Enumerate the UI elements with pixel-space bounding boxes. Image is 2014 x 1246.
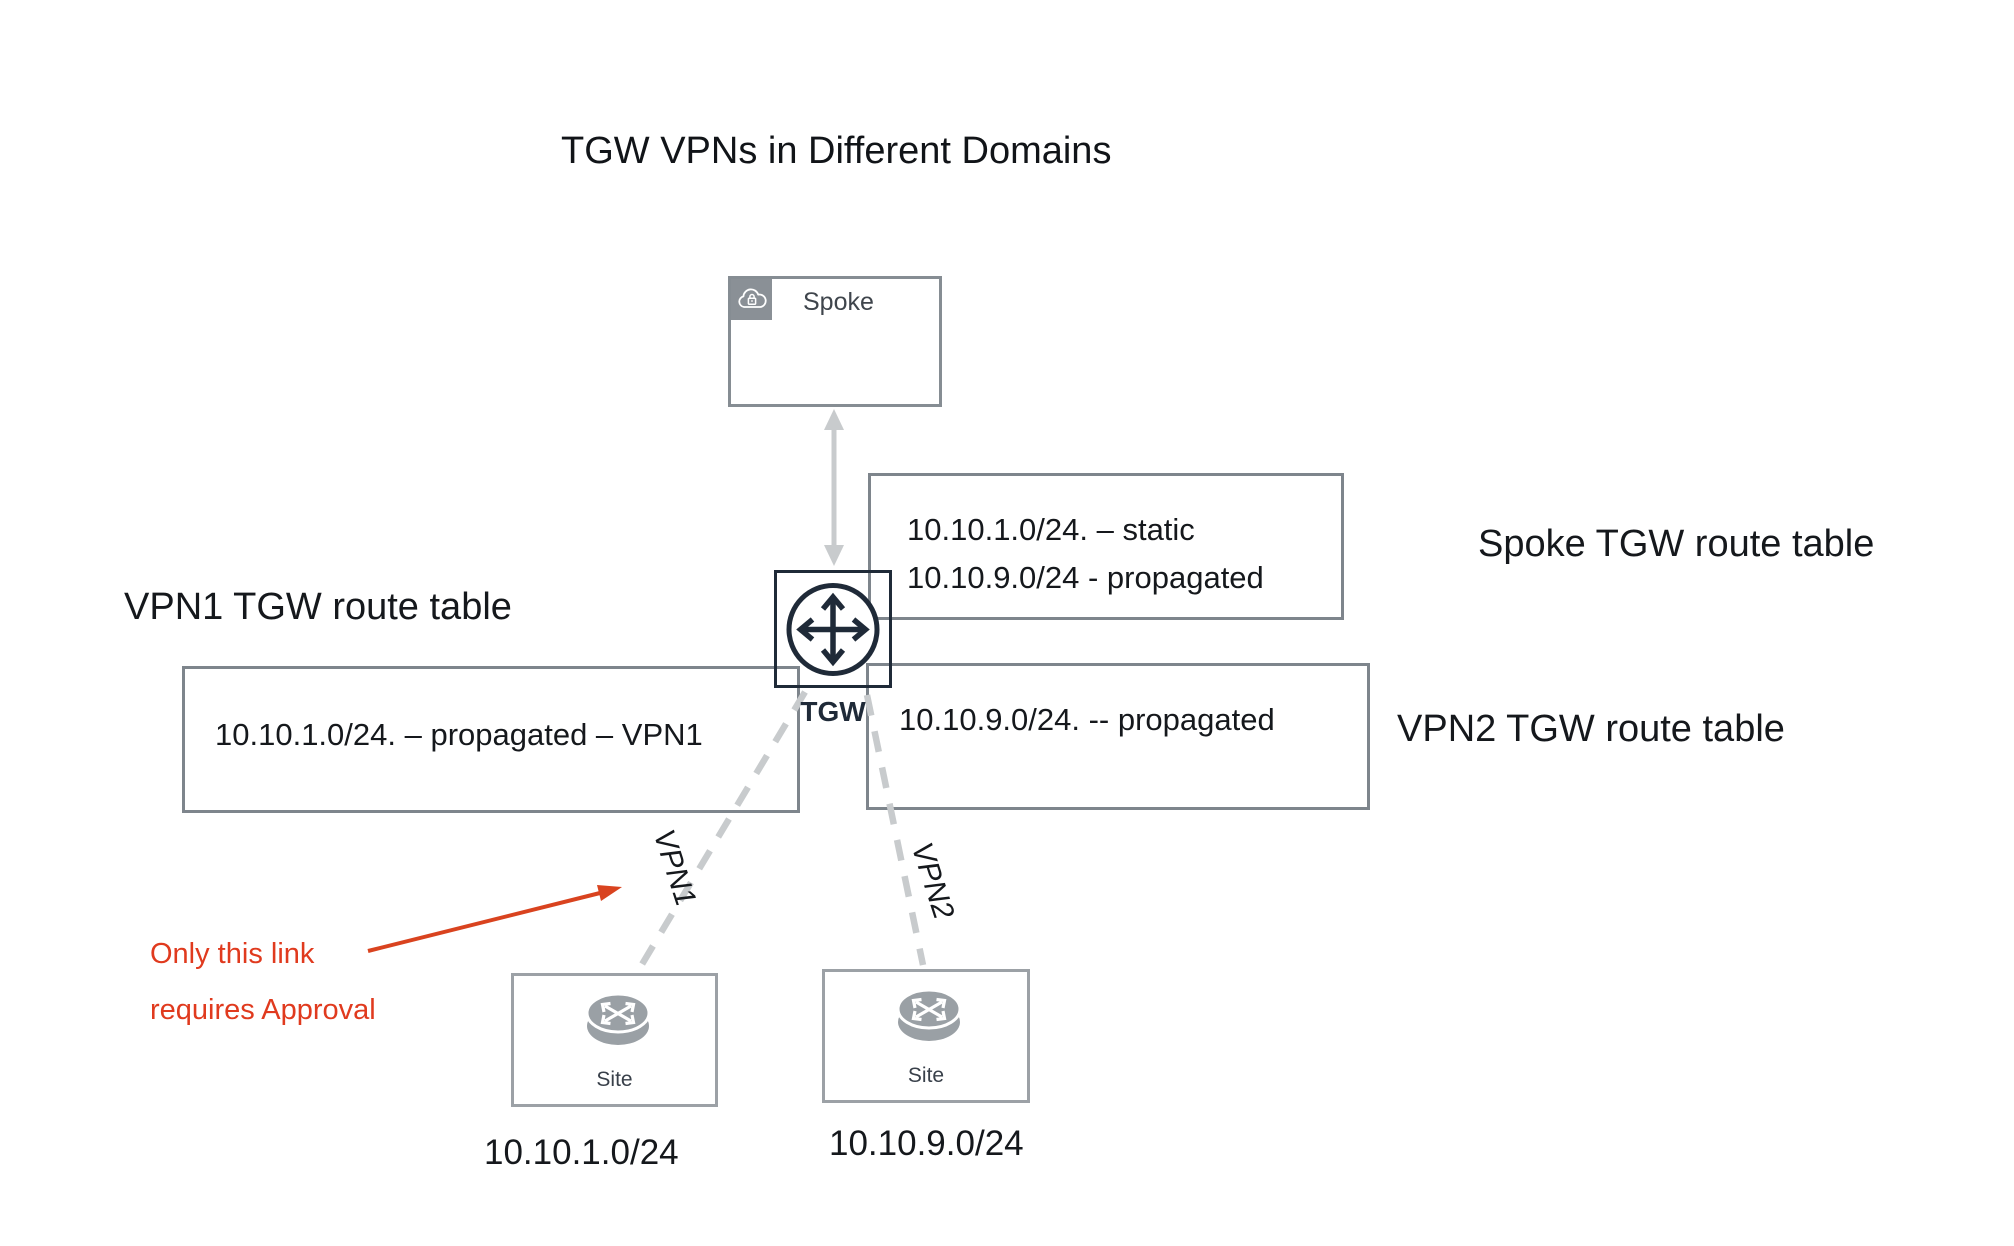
approval-annotation-line1: Only this link — [150, 938, 315, 970]
spoke-box: Spoke — [728, 276, 942, 407]
vpn2-route-table-box: 10.10.9.0/24. -- propagated — [866, 663, 1370, 810]
vpn1-route-table-box: 10.10.1.0/24. – propagated – VPN1 — [182, 666, 800, 813]
approval-annotation: Only this link requires Approval — [150, 926, 376, 1038]
vpn1-link-label: VPN1 — [646, 825, 703, 911]
route-entry: 10.10.1.0/24. – static — [907, 512, 1195, 547]
router-icon — [896, 988, 962, 1041]
spoke-route-table-label: Spoke TGW route table — [1478, 523, 1875, 565]
cloud-badge — [731, 279, 772, 320]
vpn2-link-label: VPN2 — [904, 838, 961, 924]
vpn1-route-table-label: VPN1 TGW route table — [124, 586, 512, 628]
spoke-route-table-box: 10.10.1.0/24. – static 10.10.9.0/24 - pr… — [868, 473, 1344, 620]
site-box-vpn2: Site — [822, 969, 1030, 1103]
route-entry: 10.10.1.0/24. – propagated – VPN1 — [215, 717, 703, 752]
route-entry: 10.10.9.0/24. -- propagated — [899, 702, 1275, 737]
site-cidr-label-vpn2: 10.10.9.0/24 — [829, 1124, 1024, 1163]
spoke-box-label: Spoke — [803, 288, 874, 316]
approval-annotation-line2: requires Approval — [150, 994, 376, 1026]
site-label: Site — [907, 1064, 945, 1087]
vpn2-route-table-label: VPN2 TGW route table — [1397, 708, 1785, 750]
spoke-tgw-double-arrow — [824, 409, 844, 566]
transit-gateway-icon — [786, 583, 880, 676]
diagram-title: TGW VPNs in Different Domains — [561, 130, 1112, 172]
site-box-vpn1: Site — [511, 973, 718, 1107]
site-cidr-label-vpn1: 10.10.1.0/24 — [484, 1133, 679, 1172]
route-entry: 10.10.9.0/24 - propagated — [907, 560, 1264, 595]
annotation-arrow — [367, 885, 622, 953]
router-icon — [585, 992, 651, 1045]
tgw-box — [774, 570, 892, 688]
tgw-label: TGW — [800, 696, 866, 727]
cloud-lock-icon — [738, 288, 767, 308]
site-label: Site — [596, 1068, 633, 1091]
